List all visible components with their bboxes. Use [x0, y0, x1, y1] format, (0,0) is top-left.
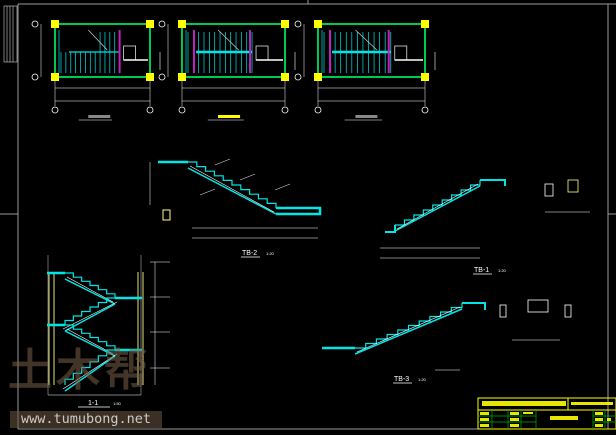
watermark-brand: 土木帮: [8, 345, 152, 396]
beam-section: [162, 209, 171, 221]
stair-plan-1: [31, 20, 161, 121]
leader-line: [274, 183, 291, 191]
stair-steps: [355, 303, 463, 349]
detail-tb2: [149, 158, 322, 239]
axis-bubble: [294, 20, 302, 28]
stair-slab: [354, 308, 463, 355]
watermark-url: www.tumubong.net: [10, 411, 162, 428]
landing-detail: [394, 45, 408, 61]
stair-steps: [64, 297, 115, 325]
beam-section: [564, 304, 572, 318]
tb2-title: TB-2: [242, 250, 257, 257]
leader-line: [214, 158, 231, 166]
column: [178, 73, 186, 81]
tb3-title: TB-3: [394, 376, 409, 383]
stair-slab: [64, 355, 116, 392]
column: [421, 73, 429, 81]
plan-wall: [181, 23, 286, 78]
column: [314, 20, 322, 28]
axis-bubble: [31, 73, 39, 81]
column: [178, 20, 186, 28]
landing-slab: [462, 302, 486, 310]
rebar: [66, 276, 114, 303]
stair-steps: [64, 349, 115, 385]
plan-wall: [317, 23, 426, 78]
plan-wall: [54, 23, 151, 78]
rebar: [356, 306, 461, 353]
column: [51, 20, 59, 28]
stair-plan-2: [158, 20, 296, 121]
leader-line: [199, 188, 216, 196]
revision-strip: [3, 5, 18, 63]
landing-detail: [255, 45, 269, 61]
title-block: [477, 397, 616, 430]
beam-section: [527, 299, 549, 313]
axis-bubble: [294, 73, 302, 81]
column: [314, 73, 322, 81]
stair-steps: [65, 324, 116, 350]
tb2-scale: 1:20: [266, 251, 275, 256]
axis-bubble: [314, 106, 322, 114]
axis-bubble: [281, 106, 289, 114]
axis-bubble: [158, 20, 166, 28]
column: [146, 73, 154, 81]
axis-bubble: [178, 106, 186, 114]
landing-detail: [123, 45, 136, 61]
rebar: [62, 353, 118, 390]
plan-title-text: [88, 115, 111, 118]
detail-tb3: [322, 299, 572, 371]
column: [281, 20, 289, 28]
detail-tb1: [380, 179, 590, 259]
axis-bubble: [158, 73, 166, 81]
section-title: 1-1: [88, 400, 98, 407]
axis-bubble: [146, 106, 154, 114]
stair-steps: [65, 272, 116, 298]
stair-plan-3: [294, 20, 436, 121]
break-line: [355, 29, 378, 51]
column: [281, 73, 289, 81]
rebar: [189, 165, 275, 213]
break-line: [217, 29, 239, 51]
section-1-1: [47, 255, 170, 396]
stair-steps: [188, 161, 277, 208]
axis-bubble: [51, 106, 59, 114]
tb1-scale: 1:20: [498, 268, 507, 273]
axis-bubble: [31, 20, 39, 28]
landing-slab: [276, 206, 322, 216]
beam-section: [499, 304, 507, 318]
column: [421, 20, 429, 28]
stair-slab: [394, 185, 481, 232]
plan-title-text: [355, 115, 378, 118]
landing-slab: [385, 225, 396, 233]
stair-steps: [395, 180, 481, 226]
axis-bubble: [421, 106, 429, 114]
leader-line: [239, 173, 256, 181]
landing-slab: [480, 179, 506, 186]
rebar: [396, 183, 479, 230]
rebar: [66, 328, 114, 355]
tb1-title: TB-1: [474, 267, 489, 274]
tb3-scale: 1:20: [418, 377, 427, 382]
break-line: [88, 29, 108, 51]
beam-section: [544, 183, 554, 197]
plan-title-text: [218, 115, 241, 118]
column: [146, 20, 154, 28]
stair-slab: [187, 167, 277, 215]
beam-section: [567, 179, 579, 193]
section-scale: 1:50: [113, 401, 122, 406]
column: [51, 73, 59, 81]
